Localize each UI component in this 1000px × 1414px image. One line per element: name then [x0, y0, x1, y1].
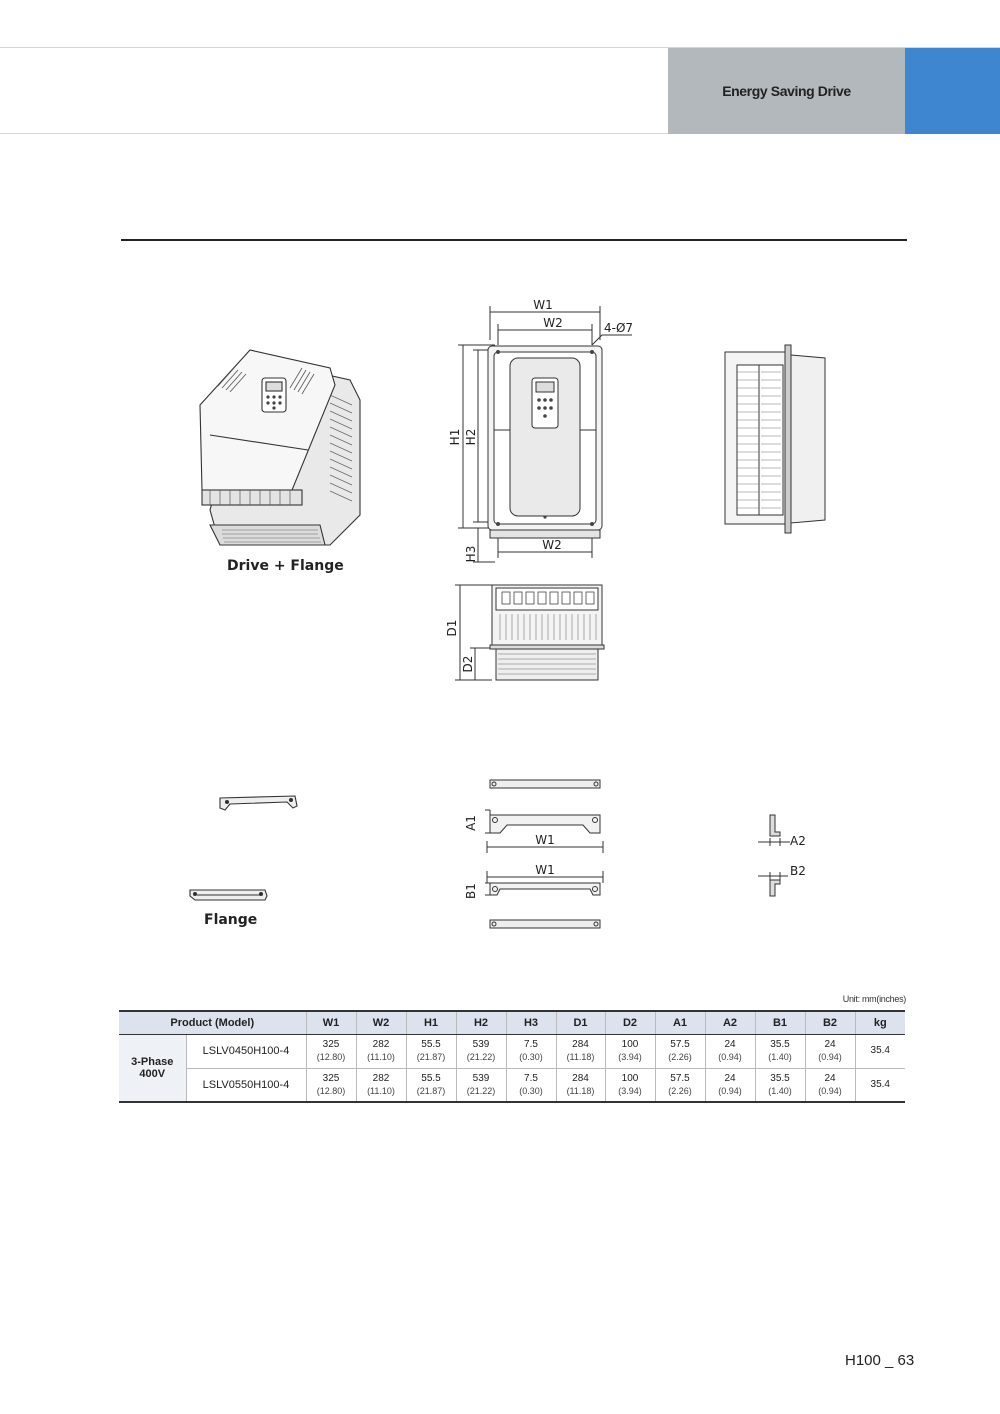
table-cell: 55.5(21.87) — [405, 1034, 456, 1069]
dim-h1: H1 — [448, 429, 462, 446]
header-a1: A1 — [654, 1010, 705, 1035]
header-b2: B2 — [804, 1010, 855, 1035]
dim-w2-bottom: W2 — [542, 538, 562, 552]
header-b1: B1 — [754, 1010, 805, 1035]
header-w1: W1 — [305, 1010, 356, 1035]
table-cell: 35.5(1.40) — [754, 1068, 805, 1103]
table-cell: 284(11.18) — [555, 1068, 605, 1103]
header-d2: D2 — [604, 1010, 655, 1035]
table-cell: 325(12.80) — [305, 1068, 356, 1103]
header-w2: W2 — [355, 1010, 406, 1035]
dim-holes: 4-Ø7 — [604, 321, 633, 335]
table-cell: 24(0.94) — [704, 1068, 755, 1103]
table-cell: 100(3.94) — [604, 1034, 655, 1069]
page-number: H100 _ 63 — [845, 1352, 915, 1369]
header-d1: D1 — [555, 1010, 605, 1035]
table-cell: 7.5(0.30) — [505, 1068, 556, 1103]
table-cell-kg: 35.4 — [854, 1068, 905, 1103]
dim-h2: H2 — [464, 429, 478, 446]
dim-w1-top: W1 — [533, 298, 553, 312]
dim-w1-flange-b: W1 — [535, 863, 555, 877]
table-cell: 24(0.94) — [804, 1034, 855, 1069]
group-label-voltage: 400V — [139, 1067, 166, 1080]
header-a2: A2 — [704, 1010, 755, 1035]
dim-b1: B1 — [464, 883, 478, 899]
header-top-rule — [0, 47, 1000, 48]
header-bottom-rule — [0, 133, 668, 134]
group-label: 3-Phase 400V — [119, 1034, 186, 1103]
header-accent-block — [905, 48, 1000, 134]
table-cell: 35.5(1.40) — [754, 1034, 805, 1069]
flange-iso-drawing — [189, 795, 298, 901]
drive-isometric-drawing — [199, 349, 361, 546]
table-cell: 100(3.94) — [604, 1068, 655, 1103]
flange-caption: Flange — [204, 912, 258, 928]
header-title: Energy Saving Drive — [722, 83, 851, 99]
table-cell: 57.5(2.26) — [654, 1034, 705, 1069]
header-h3: H3 — [505, 1010, 556, 1035]
section-divider — [121, 239, 907, 241]
group-label-phase: 3-Phase — [131, 1055, 174, 1068]
header-title-bar — [668, 48, 905, 134]
table-cell: 325(12.80) — [305, 1034, 356, 1069]
dim-d2: D2 — [461, 656, 475, 673]
dim-d1: D1 — [445, 620, 459, 637]
table-cell: 282(11.10) — [355, 1034, 406, 1069]
model-name: LSLV0550H100-4 — [185, 1068, 306, 1103]
flange-profile-drawing: A2 B2 — [758, 814, 806, 897]
header-kg: kg — [854, 1010, 905, 1035]
dimension-table: Product (Model) W1 W2 H1 H2 H3 D1 D2 A1 … — [119, 1010, 905, 1103]
table-cell: 24(0.94) — [704, 1034, 755, 1069]
side-view-drawing — [724, 344, 826, 534]
flange-dimension-drawing: A1 W1 W1 B1 — [464, 779, 604, 929]
table-cell: 24(0.94) — [804, 1068, 855, 1103]
table-row: 3-Phase 400V LSLV0450H100-4 325(12.80) 2… — [119, 1034, 905, 1103]
dim-w2-top: W2 — [543, 316, 563, 330]
table-cell: 284(11.18) — [555, 1034, 605, 1069]
dim-a2: A2 — [790, 834, 806, 848]
table-cell: 55.5(21.87) — [405, 1068, 456, 1103]
header-h1: H1 — [405, 1010, 456, 1035]
table-cell: 539(21.22) — [455, 1068, 506, 1103]
table-cell: 57.5(2.26) — [654, 1068, 705, 1103]
table-cell: 282(11.10) — [355, 1068, 406, 1103]
table-row: LSLV0550H100-4 325(12.80) 282(11.10) 55.… — [119, 1068, 905, 1103]
bottom-view-drawing: D1 D2 — [445, 584, 605, 681]
table-cell: 7.5(0.30) — [505, 1034, 556, 1069]
front-view-drawing: W1 W2 4-Ø7 W2 H1 H2 H3 — [448, 298, 633, 563]
unit-note: Unit: mm(inches) — [842, 994, 907, 1004]
table-cell-kg: 35.4 — [854, 1034, 905, 1069]
iso-caption: Drive + Flange — [227, 558, 344, 574]
model-name: LSLV0450H100-4 — [185, 1034, 306, 1069]
dim-a1: A1 — [464, 815, 478, 831]
header-h2: H2 — [455, 1010, 506, 1035]
table-header-row: Product (Model) W1 W2 H1 H2 H3 D1 D2 A1 … — [119, 1010, 905, 1035]
dim-h3: H3 — [464, 546, 478, 563]
table-cell: 539(21.22) — [455, 1034, 506, 1069]
dim-w1-flange-a: W1 — [535, 833, 555, 847]
header-product: Product (Model) — [119, 1010, 306, 1035]
dim-b2: B2 — [790, 864, 806, 878]
